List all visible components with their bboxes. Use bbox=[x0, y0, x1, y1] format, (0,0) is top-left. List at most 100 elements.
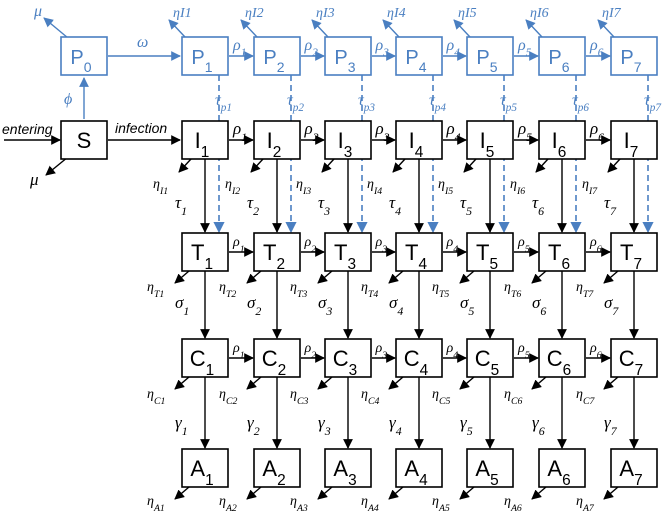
label-sigma5: σ5 bbox=[460, 293, 474, 318]
node-p0-box bbox=[60, 36, 108, 76]
label-rho-t5: ρ5 bbox=[517, 235, 530, 255]
label-eta-t2: ηT2 bbox=[219, 280, 236, 300]
node-p7-label: P7 bbox=[620, 47, 641, 75]
label-rho-i6: ρ6 bbox=[589, 119, 604, 144]
node-p6: P6 bbox=[538, 36, 586, 76]
label-gamma3: γ3 bbox=[318, 413, 331, 438]
label-eta-a6: ηA6 bbox=[504, 494, 522, 514]
a4-exit-arrow bbox=[388, 486, 404, 500]
label-rho-c6: ρ6 bbox=[589, 341, 602, 361]
node-a4-label: A4 bbox=[404, 456, 428, 489]
label-infection: infection bbox=[115, 120, 167, 136]
node-c2-box bbox=[253, 338, 301, 378]
label-gamma4: γ4 bbox=[389, 413, 402, 438]
label-eta-t1: ηT1 bbox=[147, 280, 164, 300]
label-tau6: τ6 bbox=[532, 193, 544, 218]
label-tau-p1: τp1 bbox=[215, 92, 232, 114]
label-eta-t3: ηT3 bbox=[290, 280, 307, 300]
label-tau-p6: τp6 bbox=[572, 92, 589, 114]
node-t7: T7 bbox=[610, 232, 658, 273]
label-eta-p6: ηI6 bbox=[530, 6, 549, 21]
t3-exit-arrow bbox=[317, 270, 333, 284]
node-i4-label: I4 bbox=[409, 128, 424, 161]
node-c5: C5 bbox=[466, 338, 514, 379]
node-c1: C1 bbox=[181, 338, 229, 379]
node-i3-label: I3 bbox=[338, 128, 353, 161]
label-eta-a5: ηA5 bbox=[432, 494, 450, 514]
label-rho-t6: ρ6 bbox=[589, 235, 602, 255]
node-p5: P5 bbox=[466, 36, 514, 76]
label-tau4: τ4 bbox=[389, 193, 401, 218]
node-a1-label: A1 bbox=[190, 456, 213, 489]
label-sigma7: σ7 bbox=[604, 293, 619, 318]
label-eta-p4: ηI4 bbox=[387, 6, 406, 21]
node-p5-label: P5 bbox=[476, 47, 497, 75]
node-p1-label: P1 bbox=[191, 47, 212, 75]
label-rho-t3: ρ3 bbox=[375, 235, 388, 255]
label-eta-t7: ηT7 bbox=[576, 280, 594, 300]
label-entering: entering bbox=[2, 121, 53, 137]
label-tau3: τ3 bbox=[318, 193, 330, 218]
node-p6-box bbox=[538, 36, 586, 76]
node-t2-label: T2 bbox=[263, 240, 285, 273]
node-p3: P3 bbox=[324, 36, 372, 76]
node-s-box bbox=[60, 120, 108, 160]
node-s-label: S bbox=[77, 128, 92, 153]
node-a5: A5 bbox=[466, 448, 514, 489]
label-rho-i2: ρ2 bbox=[304, 119, 319, 144]
node-c5-label: C5 bbox=[475, 346, 499, 379]
node-c6-box bbox=[538, 338, 586, 378]
label-sigma2: σ2 bbox=[247, 293, 261, 318]
node-p5-box bbox=[466, 36, 514, 76]
i6-exit-arrow bbox=[535, 158, 549, 173]
label-omega: ω bbox=[137, 34, 148, 51]
c6-exit-arrow bbox=[531, 376, 547, 390]
node-i6-box bbox=[538, 120, 586, 160]
a1-exit-arrow bbox=[174, 486, 190, 500]
node-c4-label: C4 bbox=[404, 346, 429, 379]
mu-exit-arrow bbox=[45, 156, 69, 176]
p5-exit-arrow bbox=[453, 19, 471, 38]
node-t3: T3 bbox=[324, 232, 372, 273]
t5-exit-arrow bbox=[459, 270, 475, 284]
label-eta-t5: ηT5 bbox=[432, 280, 449, 300]
label-tau-p7: τp7 bbox=[644, 92, 661, 114]
node-i1-label: I1 bbox=[195, 128, 210, 161]
p3-exit-arrow bbox=[311, 19, 329, 38]
node-i2-box bbox=[253, 120, 301, 160]
label-eta-c5: ηC5 bbox=[432, 387, 450, 407]
label-tau7: τ7 bbox=[604, 193, 617, 218]
p2-exit-arrow bbox=[240, 19, 258, 38]
label-sigma4: σ4 bbox=[389, 293, 403, 318]
node-p6-label: P6 bbox=[548, 47, 569, 75]
label-eta-c7: ηC7 bbox=[576, 387, 595, 407]
i2-exit-arrow bbox=[250, 158, 264, 173]
node-t3-label: T3 bbox=[334, 240, 356, 273]
i4-exit-arrow bbox=[392, 158, 406, 173]
label-rho-i3: ρ3 bbox=[375, 119, 390, 144]
label-rho-p4: ρ4 bbox=[446, 37, 461, 59]
node-t4: T4 bbox=[395, 232, 443, 273]
label-eta-t4: ηT4 bbox=[361, 280, 378, 300]
label-eta-a2: ηA2 bbox=[219, 494, 237, 514]
node-p4-label: P4 bbox=[405, 47, 426, 75]
node-i4: I4 bbox=[395, 120, 443, 161]
label-rho-c5: ρ5 bbox=[517, 341, 530, 361]
node-c3-label: C3 bbox=[333, 346, 357, 379]
label-tau-p5: τp5 bbox=[500, 92, 517, 114]
label-eta-i1: ηI1 bbox=[153, 177, 168, 197]
label-tau-p4: τp4 bbox=[429, 92, 446, 114]
node-a3: A3 bbox=[324, 448, 372, 489]
node-c3: C3 bbox=[324, 338, 372, 379]
node-i5: I5 bbox=[466, 120, 514, 161]
node-t6-box bbox=[538, 232, 586, 272]
node-t4-box bbox=[395, 232, 443, 272]
label-tau-p2: τp2 bbox=[287, 92, 304, 114]
node-i5-label: I5 bbox=[480, 128, 495, 161]
node-c3-box bbox=[324, 338, 372, 378]
node-a7-box bbox=[610, 448, 658, 488]
node-t4-label: T4 bbox=[405, 240, 427, 273]
label-sigma3: σ3 bbox=[318, 293, 332, 318]
node-p2-box bbox=[253, 36, 301, 76]
